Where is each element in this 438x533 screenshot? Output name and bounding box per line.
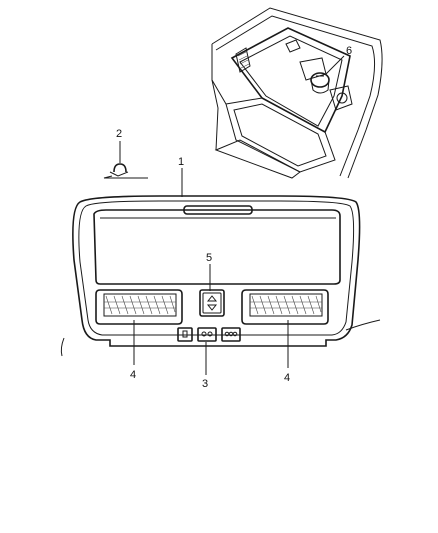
callout-3: 3 <box>202 378 208 390</box>
detail-view: 6 <box>211 7 383 179</box>
callout-1: 1 <box>178 156 184 168</box>
map-lamp-right <box>241 289 329 325</box>
overhead-console <box>60 195 381 357</box>
callout-5: 5 <box>206 252 212 264</box>
clip-part-6 <box>310 72 330 94</box>
callout-4-left: 4 <box>130 369 136 381</box>
callouts: 1 5 3 4 4 <box>130 156 290 390</box>
map-lamp-left <box>95 289 183 325</box>
callout-2: 2 <box>116 128 122 140</box>
sunroof-switch <box>199 289 225 317</box>
callout-4-right: 4 <box>284 372 290 384</box>
callout-6: 6 <box>346 45 352 57</box>
switch-bank <box>177 327 241 342</box>
clip-part-2: 2 <box>103 128 148 179</box>
detail-vent <box>235 47 251 73</box>
